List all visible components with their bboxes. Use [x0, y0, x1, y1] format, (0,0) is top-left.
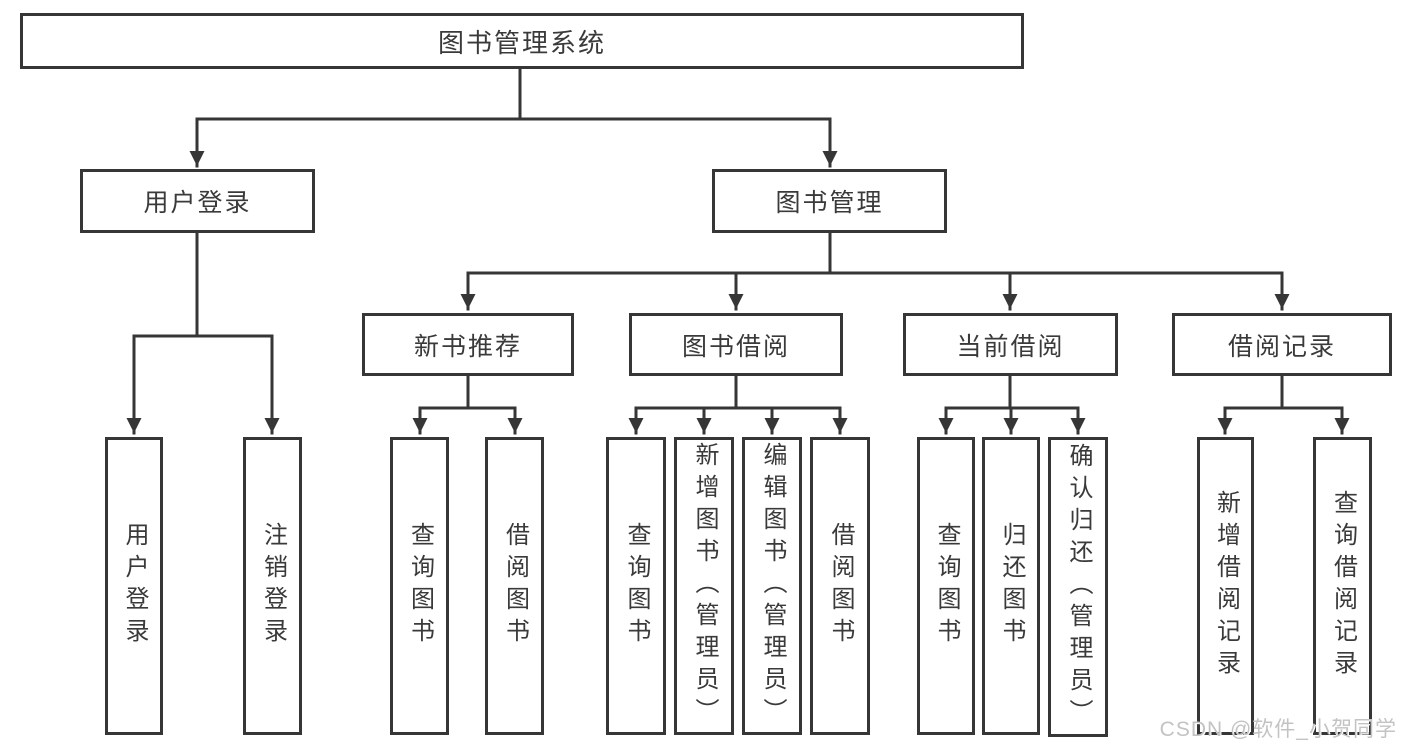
leaf-query-books-current: 查询图书: [917, 437, 975, 735]
leaf-return-books: 归还图书: [982, 437, 1040, 735]
node-new-book-recommend: 新书推荐: [362, 313, 574, 376]
leaf-confirm-return-admin: 确认归还（管理员）: [1048, 437, 1108, 737]
leaf-edit-book-admin: 编辑图书（管理员）: [742, 437, 802, 735]
leaf-borrow-books-recommend: 借阅图书: [485, 437, 544, 735]
leaf-query-books-borrow: 查询图书: [606, 437, 666, 735]
node-root: 图书管理系统: [20, 13, 1024, 69]
leaf-query-borrow-record: 查询借阅记录: [1313, 437, 1372, 735]
leaf-add-book-admin: 新增图书（管理员）: [674, 437, 734, 735]
node-book-borrow: 图书借阅: [629, 313, 843, 376]
csdn-watermark: CSDN @软件_小贺同学: [1159, 718, 1397, 741]
node-user-login: 用户登录: [80, 169, 315, 233]
leaf-logout: 注销登录: [243, 437, 302, 735]
node-current-borrow: 当前借阅: [903, 313, 1118, 376]
leaf-add-borrow-record: 新增借阅记录: [1197, 437, 1254, 735]
node-book-management: 图书管理: [712, 169, 947, 233]
leaf-user-login: 用户登录: [105, 437, 163, 735]
leaf-query-books-recommend: 查询图书: [390, 437, 449, 735]
node-borrow-records: 借阅记录: [1172, 313, 1392, 376]
leaf-borrow-books: 借阅图书: [810, 437, 870, 735]
